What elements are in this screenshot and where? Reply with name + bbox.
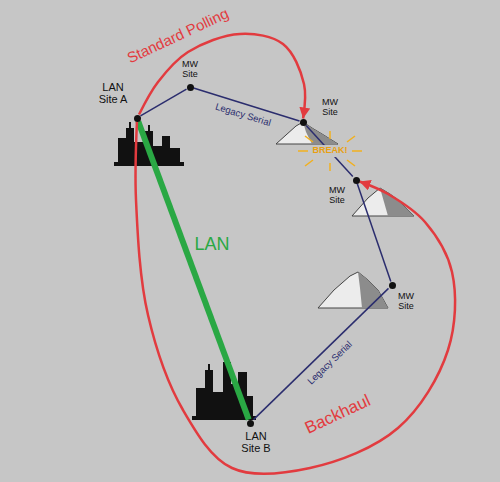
site-label: MW Site bbox=[394, 292, 418, 312]
lan-link bbox=[138, 122, 248, 420]
link-label: Legacy Serial bbox=[214, 102, 272, 129]
burst-ray bbox=[305, 160, 313, 166]
site-dot: MW Site bbox=[300, 119, 307, 126]
burst-ray bbox=[305, 136, 313, 142]
antenna bbox=[208, 364, 210, 371]
site-dot: MW Site bbox=[187, 84, 194, 91]
site-label: MW Site bbox=[178, 60, 202, 80]
burst-ray bbox=[298, 150, 308, 152]
serial-link bbox=[306, 126, 353, 177]
site-dot: LAN Site A bbox=[134, 115, 141, 122]
building bbox=[118, 138, 127, 166]
site-label: LAN Site B bbox=[236, 430, 276, 454]
burst-ray bbox=[329, 131, 331, 139]
path-label: Backhaul bbox=[302, 392, 373, 438]
antenna bbox=[148, 125, 150, 132]
burst-ray bbox=[352, 150, 362, 152]
building bbox=[126, 128, 134, 166]
building bbox=[196, 388, 205, 420]
path-label: Standard Polling bbox=[125, 5, 232, 66]
building bbox=[213, 392, 223, 420]
break-burst bbox=[298, 131, 362, 171]
building bbox=[205, 370, 213, 420]
site-label: MW Site bbox=[318, 98, 342, 118]
break-label: BREAK! bbox=[310, 145, 351, 157]
site-label: LAN Site A bbox=[93, 81, 133, 105]
antenna bbox=[129, 122, 131, 129]
mountain-body bbox=[318, 272, 388, 308]
burst-ray bbox=[347, 160, 355, 166]
burst-ray bbox=[329, 163, 331, 171]
site-dot: MW Site bbox=[389, 282, 396, 289]
site-label: MW Site bbox=[325, 186, 349, 206]
link-label: LAN bbox=[194, 235, 229, 255]
serial-link bbox=[357, 184, 391, 282]
burst-ray bbox=[347, 136, 355, 142]
building bbox=[114, 162, 184, 166]
site-dot: MW Site bbox=[353, 177, 360, 184]
mountain bbox=[318, 272, 388, 308]
serial-link bbox=[141, 89, 187, 116]
link-label: Legacy Serial bbox=[306, 339, 355, 386]
backhaul-path bbox=[136, 122, 456, 474]
site-dot: LAN Site B bbox=[247, 420, 254, 427]
building bbox=[162, 136, 170, 166]
